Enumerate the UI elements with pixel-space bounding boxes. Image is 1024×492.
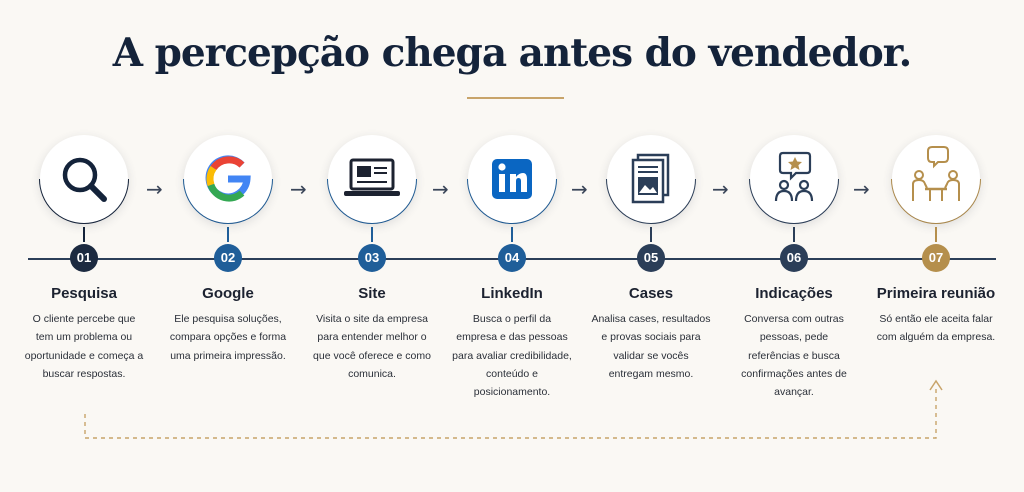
step-stem (511, 227, 513, 242)
step-cases: 05 Cases Analisa cases, resultados e pro… (581, 0, 721, 492)
step-description: Visita o site da empresa para entender m… (313, 313, 431, 380)
step-description: Busca o perfil da empresa e das pessoas … (452, 313, 572, 399)
document-icon (631, 153, 670, 204)
step-primeira-reuniao: 07 Primeira reunião Só então ele aceita … (866, 0, 1006, 492)
arrow-right-icon: → (571, 177, 588, 201)
step-title: Google (202, 285, 254, 302)
title-divider (467, 97, 564, 99)
laptop-icon (344, 158, 400, 196)
arrow-right-icon: → (290, 177, 307, 201)
step-number-badge: 03 (358, 244, 386, 272)
step-pesquisa: 01 Pesquisa O cliente percebe que tem um… (14, 0, 154, 492)
step-number-badge: 07 (922, 244, 950, 272)
arrow-right-icon: → (432, 177, 449, 201)
step-description: Ele pesquisa soluções, compara opções e … (169, 313, 287, 362)
step-stem (371, 227, 373, 242)
step-number-badge: 01 (70, 244, 98, 272)
step-title: Pesquisa (51, 285, 117, 302)
step-stem (227, 227, 229, 242)
step-description: Analisa cases, resultados e provas socia… (591, 313, 711, 380)
google-icon (205, 155, 251, 202)
step-description: Conversa com outras pessoas, pede referê… (741, 313, 847, 399)
step-number-badge: 05 (637, 244, 665, 272)
arrow-right-icon: → (712, 177, 729, 201)
meeting-icon (912, 146, 960, 201)
step-title: Site (358, 285, 386, 302)
step-title: Cases (628, 285, 674, 302)
arrow-right-icon: → (853, 177, 870, 201)
step-stem (650, 227, 652, 242)
step-linkedin: 04 LinkedIn Busca o perfil da empresa e … (442, 0, 582, 492)
step-number-badge: 04 (498, 244, 526, 272)
page-title: A percepção chega antes do vendedor. (112, 30, 913, 76)
step-icon-circle (607, 135, 695, 223)
step-description: Só então ele aceita falar com alguém da … (876, 313, 996, 344)
referral-icon (774, 151, 814, 202)
linkedin-icon (492, 159, 532, 199)
step-stem (793, 227, 795, 242)
step-number-badge: 02 (214, 244, 242, 272)
step-indicacoes: 06 Indicações Conversa com outras pessoa… (724, 0, 864, 492)
step-icon-circle (892, 135, 980, 223)
step-google: 02 Google Ele pesquisa soluções, compara… (158, 0, 298, 492)
step-icon-circle (750, 135, 838, 223)
search-icon (62, 157, 107, 202)
arrow-right-icon: → (146, 177, 163, 201)
step-icon-circle (40, 135, 128, 223)
step-number-badge: 06 (780, 244, 808, 272)
step-site: 03 Site Visita o site da empresa para en… (302, 0, 442, 492)
step-title: LinkedIn (481, 285, 543, 302)
step-stem (83, 227, 85, 242)
step-stem (935, 227, 937, 242)
step-icon-circle (328, 135, 416, 223)
step-title: Primeira reunião (876, 285, 996, 302)
step-icon-circle (468, 135, 556, 223)
step-description: O cliente percebe que tem um problema ou… (24, 313, 144, 380)
step-title: Indicações (755, 285, 833, 302)
step-icon-circle (184, 135, 272, 223)
